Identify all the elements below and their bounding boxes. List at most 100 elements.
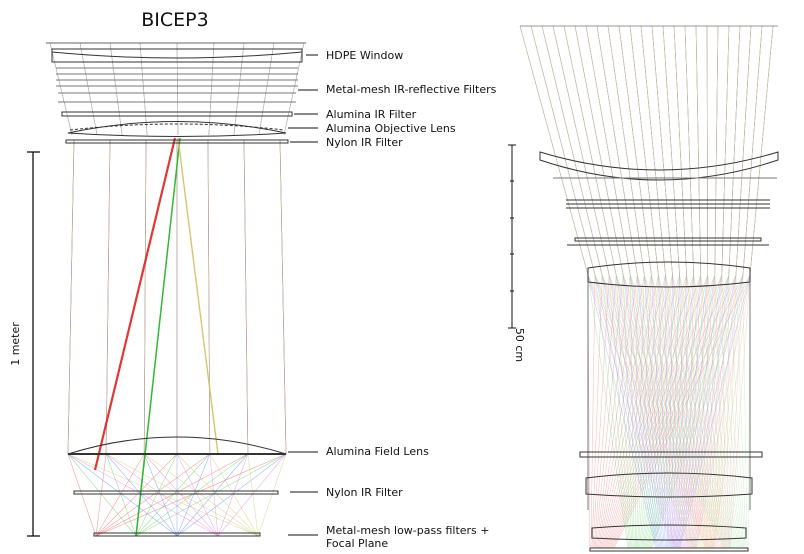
right-ray-bottom xyxy=(594,274,708,549)
label-nylon-ir-filter-bottom: Nylon IR Filter xyxy=(326,486,403,499)
right-ray-bottom xyxy=(686,274,739,549)
label-alumina-ir-filter: Alumina IR Filter xyxy=(326,108,417,121)
left-ray-bottom xyxy=(95,453,107,537)
left-ray-bottom xyxy=(209,453,259,537)
right-ray-bottom xyxy=(726,274,730,549)
right-ray-top xyxy=(629,25,659,276)
left-ray-bottom xyxy=(67,453,219,537)
right-ray-bottom xyxy=(590,274,596,549)
right-ray-bottom xyxy=(587,274,691,549)
left-ray-bottom xyxy=(176,453,249,537)
right-ray-bottom xyxy=(611,274,737,549)
right-ray-bottom xyxy=(630,274,635,549)
right-scale-bar xyxy=(508,144,516,329)
right-ray-bottom xyxy=(693,274,722,549)
right-ray-bottom xyxy=(594,274,624,549)
nylon-ir-filter-bottom xyxy=(73,490,279,495)
right-ray-bottom xyxy=(635,274,638,549)
right-ray-bottom xyxy=(594,274,630,549)
left-ray-top xyxy=(79,42,98,136)
right-ray-bottom xyxy=(594,274,658,549)
alumina-ir-filter xyxy=(61,111,293,117)
right-ray-bottom xyxy=(700,274,723,549)
right-ray-top xyxy=(684,25,694,276)
right-ray-bottom xyxy=(707,274,743,549)
left-ray-bottom xyxy=(143,453,219,537)
right-ray-bottom xyxy=(647,274,723,549)
right-ray-bottom xyxy=(595,274,631,549)
right-ray-bottom xyxy=(630,274,731,549)
right-ray-bottom xyxy=(692,274,730,549)
label-lowpass-line2: Focal Plane xyxy=(326,537,388,550)
right-ray-bottom xyxy=(622,274,678,549)
right-ray-bottom xyxy=(665,274,736,549)
left-ray-bottom xyxy=(144,453,259,537)
left-ray-bottom xyxy=(67,453,178,537)
right-ray-top xyxy=(742,25,763,276)
right-ray-bottom xyxy=(640,274,673,549)
right-ray-top xyxy=(519,25,589,276)
hdpe-window xyxy=(51,48,303,63)
left-ray-top xyxy=(258,42,275,136)
right-ray-bottom xyxy=(645,274,708,549)
label-objective-lens: Alumina Objective Lens xyxy=(326,122,456,135)
right-ray-bottom xyxy=(651,274,716,549)
hdpe-window-curve xyxy=(51,51,303,59)
right-ray-bottom xyxy=(707,274,725,549)
left-ray-bottom xyxy=(67,453,137,537)
left-ray-bottom xyxy=(95,453,287,537)
right-window xyxy=(539,151,779,181)
right-ray-bottom xyxy=(608,274,728,549)
left-ray-bottom xyxy=(67,453,97,537)
right-ray-top xyxy=(735,25,752,276)
right-ray-bottom xyxy=(672,274,719,549)
label-hdpe-window: HDPE Window xyxy=(326,49,403,62)
right-ray-bottom xyxy=(608,274,676,549)
right-ray-bottom xyxy=(721,274,727,549)
right-ray-bottom xyxy=(649,274,737,549)
right-ray-bottom xyxy=(601,274,666,549)
right-ray-bottom xyxy=(687,274,694,549)
left-ray-mid xyxy=(207,139,211,455)
right-ray-top xyxy=(541,25,603,276)
right-ray-bottom xyxy=(700,274,741,549)
right-field-lens xyxy=(585,472,753,498)
right-ray-bottom xyxy=(658,274,735,549)
right-ray-bottom xyxy=(643,274,694,549)
right-ray-bottom xyxy=(637,274,732,549)
right-ray-bottom xyxy=(593,274,617,549)
right-ray-bottom xyxy=(622,274,634,549)
right-ray-bottom xyxy=(587,274,673,549)
left-ray-fan xyxy=(49,42,305,537)
left-ray-bottom xyxy=(135,453,178,537)
left-ray-bottom xyxy=(67,453,259,537)
nylon-ir-filter-top xyxy=(65,139,289,144)
right-ray-bottom xyxy=(651,274,751,549)
right-ray-bottom xyxy=(691,274,723,549)
focal-plane xyxy=(93,532,261,537)
left-ray-bold-red xyxy=(93,137,177,471)
right-ray-bottom xyxy=(609,274,723,549)
right-ray-bottom xyxy=(721,274,745,549)
left-ray-bottom xyxy=(217,453,287,537)
right-ray-bottom xyxy=(606,274,701,549)
right-ray-bottom xyxy=(601,274,675,549)
left-scale-label: 1 meter xyxy=(9,322,22,366)
right-ray-bottom xyxy=(613,274,751,549)
field-lens xyxy=(67,436,287,455)
right-ray-bottom xyxy=(612,274,744,549)
right-ray-bottom xyxy=(607,274,708,549)
right-ray-bottom xyxy=(591,274,603,549)
left-ray-bottom xyxy=(176,453,259,537)
right-ray-bottom xyxy=(615,274,677,549)
right-ray-bottom xyxy=(679,274,686,549)
right-ray-bottom xyxy=(630,274,713,549)
right-ray-bottom xyxy=(604,274,687,549)
left-scale-bar xyxy=(27,151,40,537)
right-ray-bottom xyxy=(637,274,714,549)
right-ray-bottom xyxy=(630,274,679,549)
right-ray-bottom xyxy=(644,274,701,549)
left-optical-elements xyxy=(46,42,306,537)
diagram-title: BICEP3 xyxy=(141,9,208,31)
right-ray-bottom xyxy=(729,274,751,549)
